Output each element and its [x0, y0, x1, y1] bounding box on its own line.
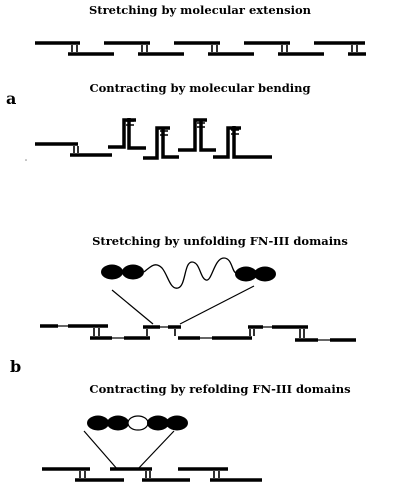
- title-contracting-refolding: Contracting by refolding FN-III domains: [89, 382, 350, 396]
- fn3-domain-4: [254, 266, 276, 282]
- fn3-domain-refolding: [127, 415, 149, 431]
- contracted-filament-diagram: [42, 467, 262, 482]
- stretched-filament-diagram: [40, 324, 356, 342]
- fn3-domain-c: [147, 415, 169, 431]
- unfolded-polypeptide: [143, 257, 237, 289]
- fn3-domain-2: [122, 264, 144, 280]
- fn3-domain-a: [87, 415, 109, 431]
- fn3-domain-1: [101, 264, 123, 280]
- fn3-domain-3: [235, 266, 257, 282]
- refolded-domain-chain: [83, 415, 188, 471]
- title-contracting-bending: Contracting by molecular bending: [89, 81, 310, 95]
- extended-filament-diagram: [35, 41, 366, 56]
- panel-label-a: a: [6, 89, 16, 108]
- panel-label-b: b: [10, 357, 21, 376]
- speck: [25, 159, 27, 161]
- fn3-domain-b: [107, 415, 129, 431]
- title-stretching-unfolding: Stretching by unfolding FN-III domains: [92, 234, 348, 248]
- bent-filament-diagram: [35, 118, 272, 160]
- unfolded-domain-chain: [101, 257, 276, 325]
- fn3-domain-d: [166, 415, 188, 431]
- title-stretching-extension: Stretching by molecular extension: [89, 3, 312, 17]
